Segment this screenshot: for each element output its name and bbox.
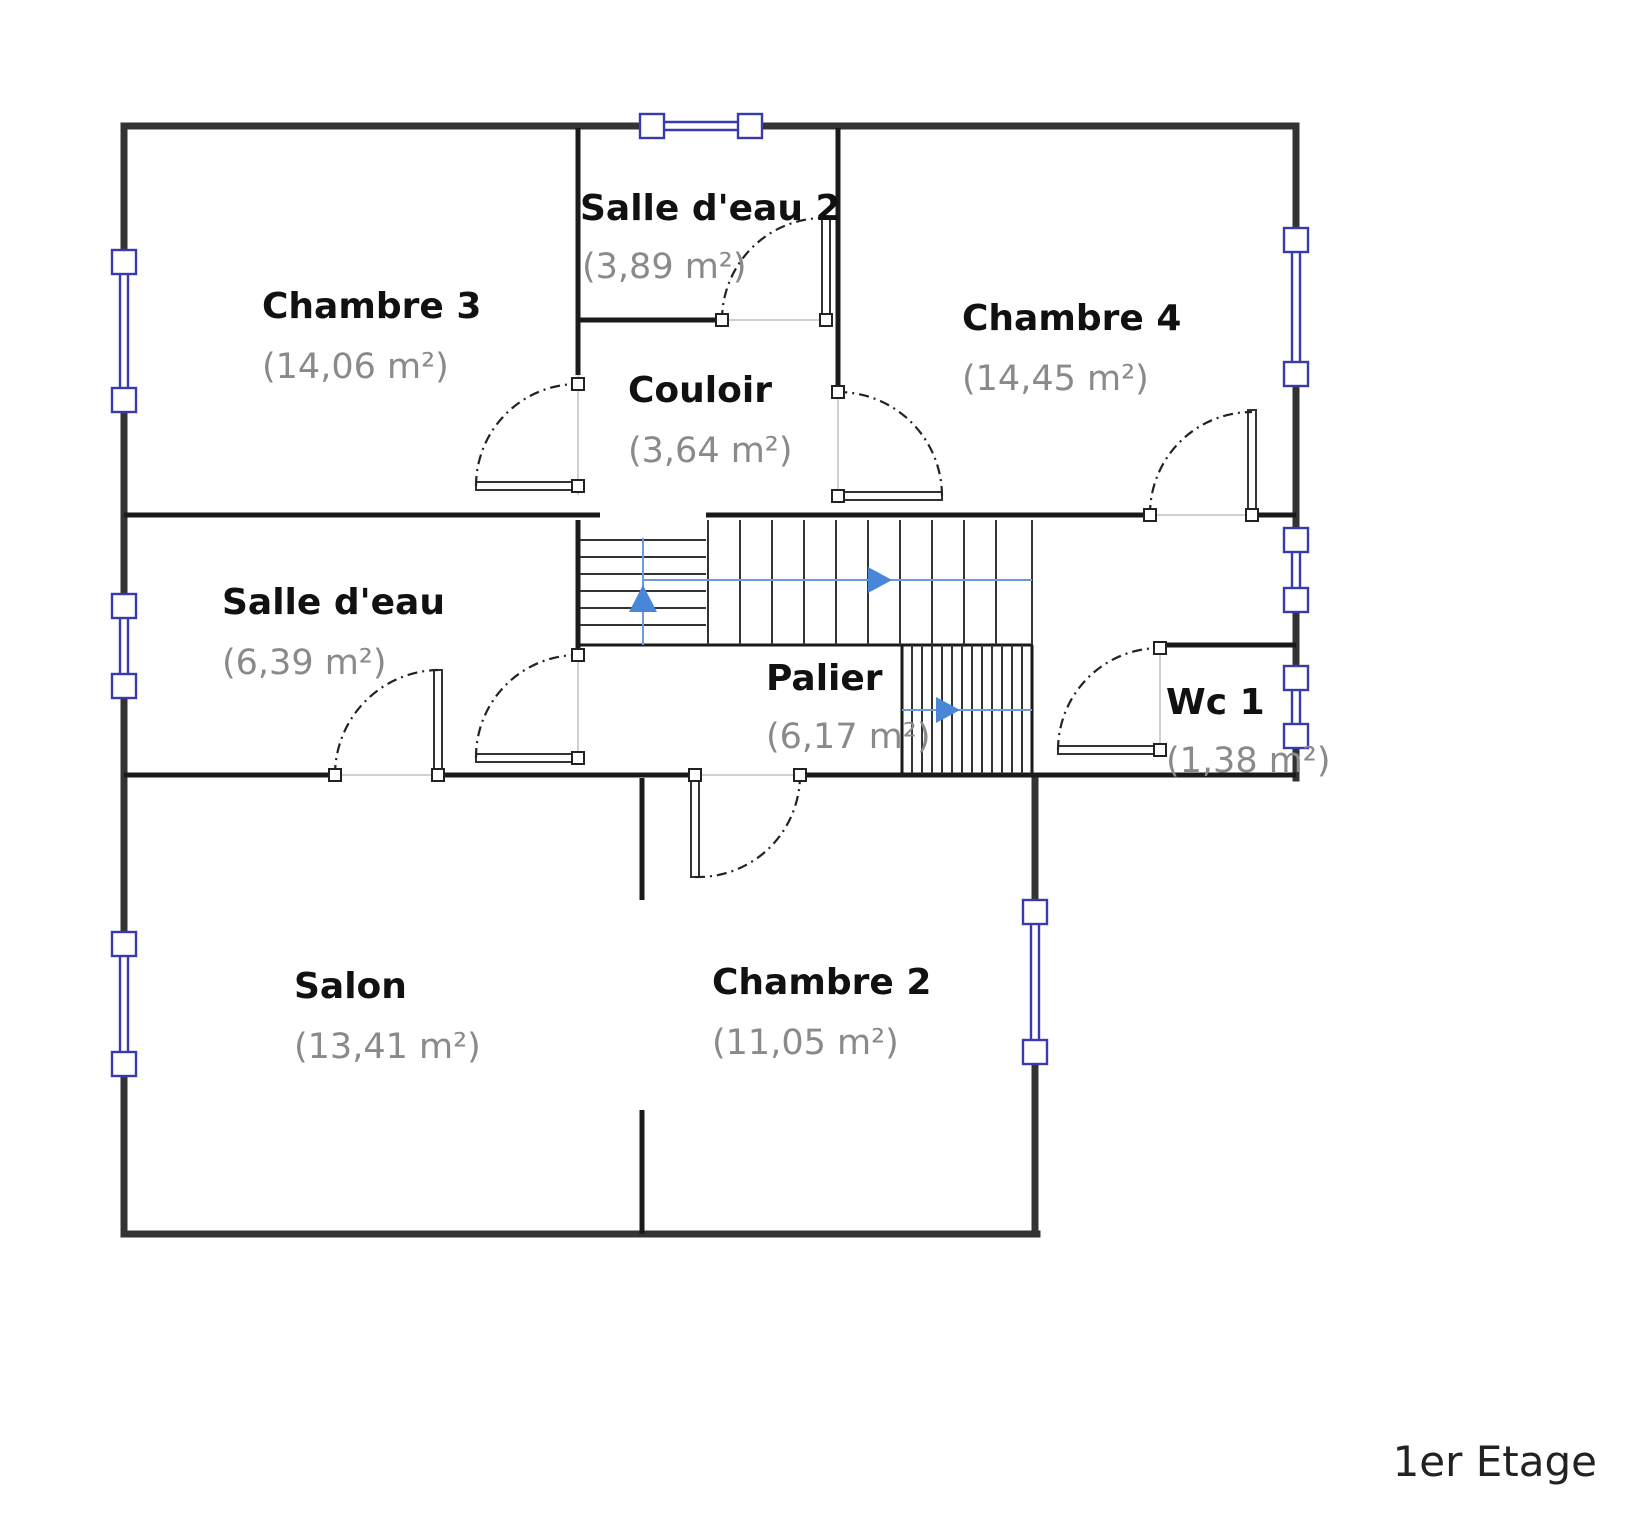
window-wc — [1282, 664, 1310, 750]
windows — [110, 112, 1310, 1078]
window-salon — [110, 930, 138, 1078]
guide-lines — [335, 319, 1252, 776]
room-chambre-3: Chambre 3 (14,06 m²) — [262, 286, 481, 387]
room-chambre-4: Chambre 4 (14,45 m²) — [962, 298, 1181, 399]
window-chambre3 — [110, 248, 138, 414]
room-area: (13,41 m²) — [294, 1027, 481, 1067]
room-name: Palier — [766, 658, 883, 699]
room-chambre-2: Chambre 2 (11,05 m²) — [712, 962, 931, 1063]
room-name: Wc 1 — [1166, 682, 1265, 723]
room-area: (1,38 m²) — [1166, 741, 1331, 781]
door-salle-deau-2 — [715, 216, 833, 327]
room-area: (6,39 m²) — [222, 643, 387, 683]
room-labels: Chambre 3 (14,06 m²) Salle d'eau 2 (3,89… — [222, 188, 1331, 1067]
door-palier-west — [474, 648, 585, 765]
room-name: Salon — [294, 966, 407, 1007]
door-salle-deau-bottom — [328, 668, 445, 782]
door-chambre4-right — [1143, 409, 1259, 522]
window-chambre2 — [1021, 898, 1049, 1066]
room-salle-deau: Salle d'eau (6,39 m²) — [222, 582, 445, 683]
floor-label: 1er Etage — [1393, 1437, 1597, 1486]
doors — [328, 216, 1259, 879]
room-couloir: Couloir (3,64 m²) — [628, 370, 793, 471]
room-area: (3,64 m²) — [628, 431, 793, 471]
room-name: Chambre 2 — [712, 962, 931, 1003]
room-salon: Salon (13,41 m²) — [294, 966, 481, 1067]
room-wc-1: Wc 1 (1,38 m²) — [1166, 682, 1331, 781]
room-palier: Palier (6,17 m²) — [766, 658, 931, 757]
stair-arrow-right-icon — [868, 567, 892, 593]
window-chambre4 — [1282, 226, 1310, 388]
stair-flight-top — [707, 520, 1033, 645]
window-top — [638, 112, 764, 140]
room-area: (3,89 m²) — [582, 247, 747, 287]
window-palier-right — [1282, 526, 1310, 614]
staircase — [580, 520, 1034, 777]
room-salle-deau-2: Salle d'eau 2 (3,89 m²) — [580, 188, 841, 287]
door-chambre2 — [688, 768, 807, 879]
door-chambre3 — [474, 377, 585, 493]
room-area: (14,45 m²) — [962, 359, 1149, 399]
door-chambre4 — [831, 385, 944, 503]
room-name: Salle d'eau — [222, 582, 445, 623]
room-name: Salle d'eau 2 — [580, 188, 841, 229]
room-area: (11,05 m²) — [712, 1023, 899, 1063]
room-area: (6,17 m²) — [766, 717, 931, 757]
door-wc — [1056, 641, 1167, 757]
room-area: (14,06 m²) — [262, 347, 449, 387]
stair-arrow-right-lower-icon — [936, 697, 960, 723]
room-name: Couloir — [628, 370, 772, 411]
room-name: Chambre 4 — [962, 298, 1181, 339]
window-salle-deau — [110, 592, 138, 700]
room-name: Chambre 3 — [262, 286, 481, 327]
stair-arrow-up-icon — [629, 585, 657, 612]
